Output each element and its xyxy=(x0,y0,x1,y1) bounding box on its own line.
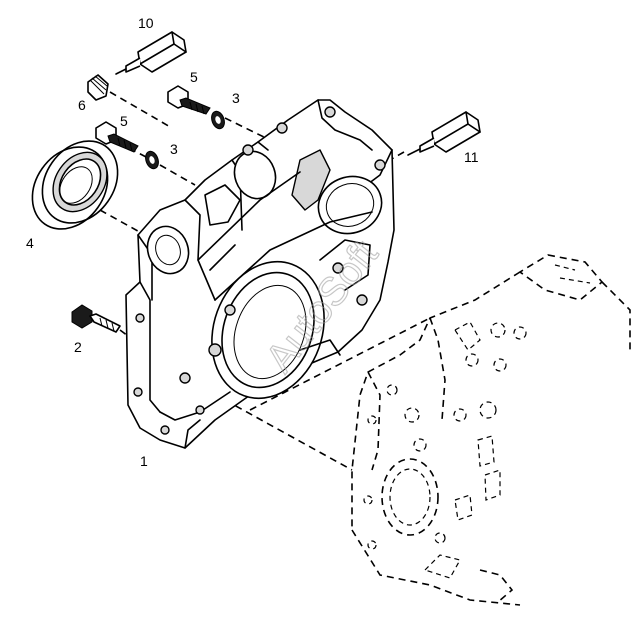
threaded-plug xyxy=(87,74,109,101)
callout-3-upper: 3 xyxy=(232,90,240,106)
screw-upper xyxy=(167,85,211,115)
sealant-tube-upper xyxy=(115,31,187,75)
callout-5-lower: 5 xyxy=(120,113,128,129)
washer-upper xyxy=(211,110,225,130)
assembly-leader-lines xyxy=(99,91,431,471)
callout-11: 11 xyxy=(464,149,479,165)
callout-1: 1 xyxy=(140,453,148,469)
flange-bolt xyxy=(71,304,121,333)
front-cover-housing xyxy=(125,99,395,449)
sealant-tube-right xyxy=(407,111,481,156)
callout-2: 2 xyxy=(74,339,82,355)
engine-block-outline xyxy=(351,254,631,606)
crankshaft-oil-seal xyxy=(31,140,119,230)
washer-lower xyxy=(145,150,159,170)
part-callouts: 10 5 3 6 5 3 11 4 2 1 xyxy=(26,15,479,469)
callout-5-upper: 5 xyxy=(190,69,198,85)
callout-6: 6 xyxy=(78,97,86,113)
callout-3-lower: 3 xyxy=(170,141,178,157)
callout-10: 10 xyxy=(138,15,154,31)
callout-4: 4 xyxy=(26,235,34,251)
screw-lower xyxy=(95,121,139,153)
